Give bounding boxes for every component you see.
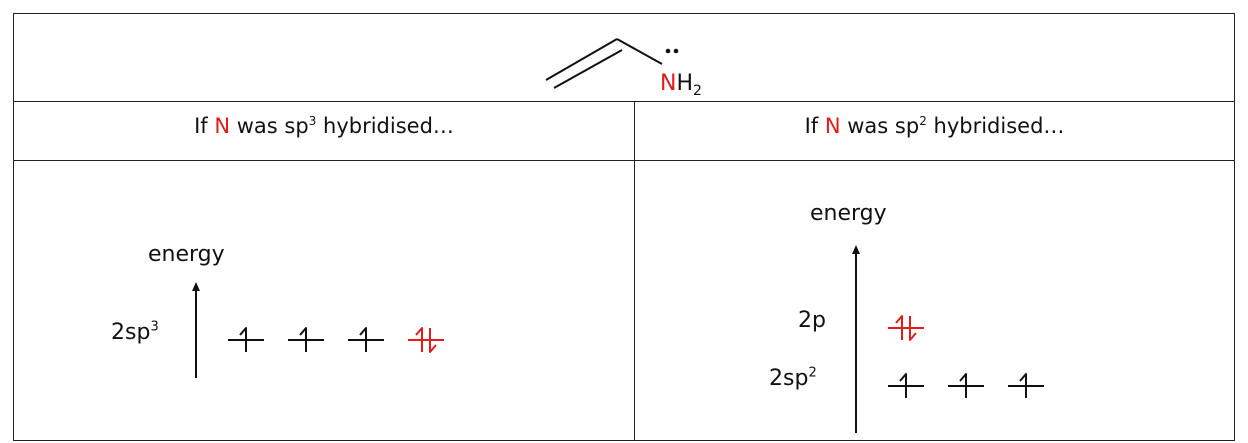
right-2p-orbital-1: [888, 315, 924, 341]
orbital-table: NH2 If N was sp3 hybridised… If N was sp…: [13, 13, 1235, 441]
right-sp2-orbital-1: [888, 373, 924, 398]
vinylamine-structure: NH2: [545, 38, 702, 99]
left-orbital-levels: [228, 327, 444, 353]
left-level-text: 2sp: [111, 320, 151, 345]
left-energy-label: energy: [148, 242, 225, 267]
electron-up-arrow: [959, 373, 967, 398]
left-level-label: 2sp3: [111, 320, 159, 345]
right-lower-level-label: 2sp2: [769, 366, 817, 391]
header-sp3-atom: N: [214, 114, 231, 138]
electron-down-arrow: [909, 316, 917, 341]
left-sp3-orbital-2: [288, 327, 324, 352]
hydrogen-atom: H: [676, 71, 693, 96]
electron-up-arrow: [1019, 373, 1027, 398]
right-sp2-orbital-3: [1008, 373, 1044, 398]
lone-pair-dot-2: [673, 48, 679, 54]
electron-up-arrow: [299, 327, 307, 352]
electron-up-arrow: [899, 373, 907, 398]
right-lower-level-text: 2sp: [769, 366, 809, 391]
electron-up-arrow: [359, 327, 367, 352]
column-divider: [634, 101, 635, 441]
left-level-superscript: 3: [150, 319, 159, 335]
electron-up-arrow: [415, 327, 423, 352]
double-bond-line-1: [545, 38, 618, 81]
right-energy-arrow: [852, 245, 860, 433]
header-sp2-prefix: If: [804, 114, 825, 138]
row-divider-top: [14, 101, 1234, 102]
right-energy-label: energy: [810, 201, 887, 226]
hydrogen-subscript: 2: [693, 83, 702, 99]
electron-up-arrow: [895, 315, 903, 340]
double-bond-line-2: [553, 49, 623, 89]
right-lower-level-superscript: 2: [808, 365, 817, 381]
header-sp2-superscript: 2: [919, 114, 927, 128]
single-bond-line: [616, 38, 663, 65]
header-sp2-middle: was sp: [840, 114, 920, 138]
electron-up-arrow: [239, 327, 247, 352]
header-sp3-suffix: hybridised…: [316, 114, 454, 138]
header-sp3-prefix: If: [194, 114, 215, 138]
right-sp2-orbital-2: [948, 373, 984, 398]
header-sp2-suffix: hybridised…: [926, 114, 1065, 138]
electron-down-arrow: [429, 328, 437, 353]
header-sp2-atom: N: [824, 114, 841, 138]
amine-group-label: NH2: [660, 71, 702, 99]
lone-pair-dot-1: [665, 48, 671, 54]
header-sp3-middle: was sp: [230, 114, 309, 138]
left-sp3-orbital-1: [228, 327, 264, 352]
left-sp3-orbital-4: [408, 327, 444, 353]
right-upper-orbital-levels: [888, 315, 924, 341]
left-sp3-orbital-3: [348, 327, 384, 352]
header-sp3: If N was sp3 hybridised…: [14, 114, 634, 138]
right-lower-orbital-levels: [888, 373, 1044, 398]
nitrogen-atom: N: [660, 71, 676, 96]
header-sp2: If N was sp2 hybridised…: [635, 114, 1234, 138]
right-upper-level-label: 2p: [798, 308, 826, 333]
row-divider-bottom: [14, 160, 1234, 161]
left-energy-arrow: [192, 282, 200, 378]
header-sp3-superscript: 3: [308, 114, 317, 128]
